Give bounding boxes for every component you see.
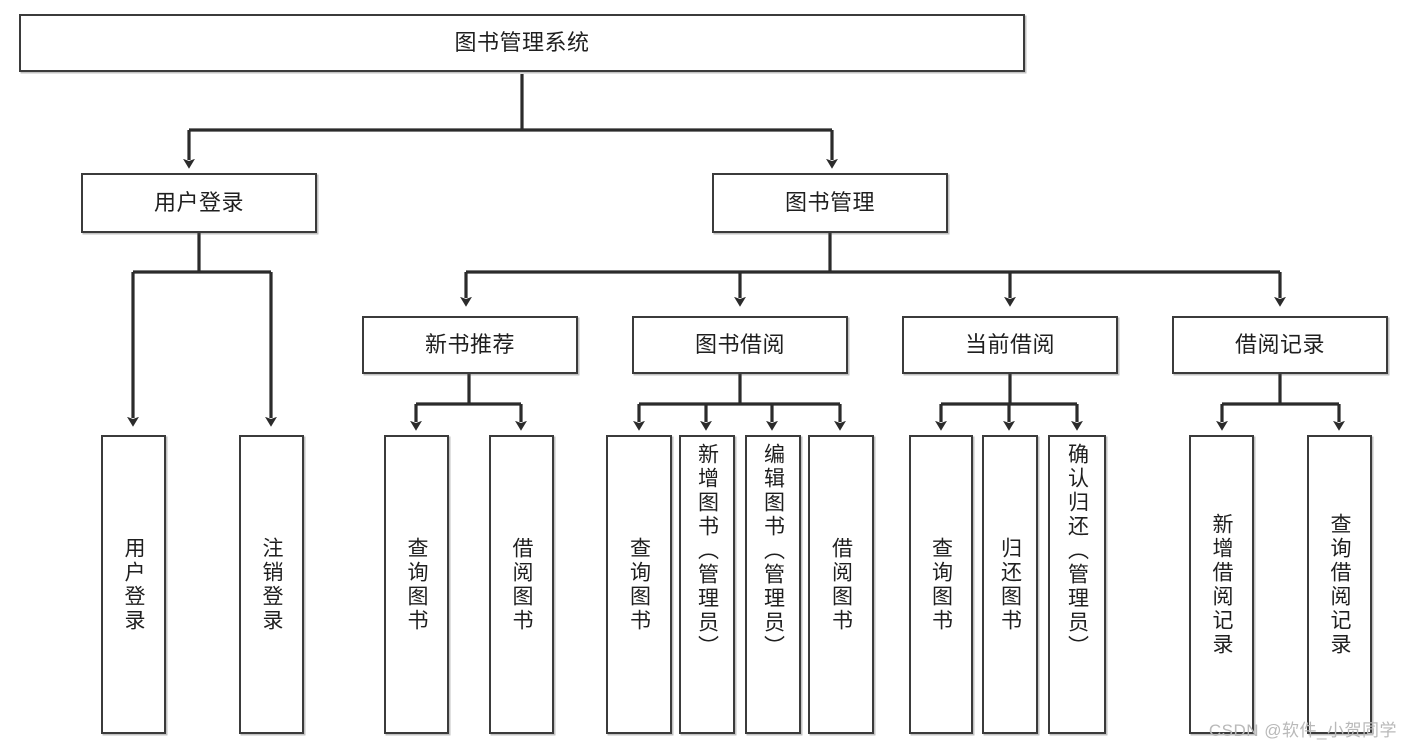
leaf-current-borrow-query-label: 查询图书 xyxy=(929,536,953,633)
node-borrow-record[interactable]: 借阅记录 xyxy=(1172,316,1388,374)
node-current-borrow-label: 当前借阅 xyxy=(964,332,1055,358)
node-current-borrow[interactable]: 当前借阅 xyxy=(902,316,1118,374)
leaf-user-login-signout-label: 注销登录 xyxy=(260,536,283,633)
leaf-user-login-signout[interactable]: 注销登录 xyxy=(239,435,304,734)
leaf-new-book-borrow-label: 借阅图书 xyxy=(510,536,533,633)
leaf-book-borrow-query-label: 查询图书 xyxy=(627,536,651,633)
leaf-new-book-borrow[interactable]: 借阅图书 xyxy=(489,435,554,734)
leaf-borrow-record-add[interactable]: 新增借阅记录 xyxy=(1189,435,1254,734)
leaf-current-borrow-confirm[interactable]: 确认归还（管理员） xyxy=(1048,435,1106,734)
node-new-book-recommend-label: 新书推荐 xyxy=(424,332,515,358)
node-user-login-label: 用户登录 xyxy=(153,190,244,216)
node-book-borrow[interactable]: 图书借阅 xyxy=(632,316,848,374)
node-user-login[interactable]: 用户登录 xyxy=(81,173,317,233)
leaf-borrow-record-query[interactable]: 查询借阅记录 xyxy=(1307,435,1372,734)
leaf-current-borrow-confirm-label: 确认归还（管理员） xyxy=(1065,443,1089,659)
leaf-current-borrow-return[interactable]: 归还图书 xyxy=(982,435,1038,734)
leaf-new-book-query-label: 查询图书 xyxy=(405,536,428,633)
leaf-book-borrow-lend[interactable]: 借阅图书 xyxy=(808,435,874,734)
leaf-book-borrow-query[interactable]: 查询图书 xyxy=(606,435,672,734)
leaf-book-borrow-lend-label: 借阅图书 xyxy=(829,536,853,633)
leaf-borrow-record-query-label: 查询借阅记录 xyxy=(1328,512,1351,657)
leaf-user-login-signin[interactable]: 用户登录 xyxy=(101,435,166,734)
leaf-current-borrow-query[interactable]: 查询图书 xyxy=(909,435,973,734)
csdn-watermark: CSDN @软件_小贺同学 xyxy=(1208,721,1397,740)
leaf-borrow-record-add-label: 新增借阅记录 xyxy=(1210,512,1233,657)
node-root-system[interactable]: 图书管理系统 xyxy=(19,14,1025,72)
leaf-user-login-signin-label: 用户登录 xyxy=(122,536,145,633)
leaf-book-borrow-edit-label: 编辑图书（管理员） xyxy=(761,443,785,659)
leaf-new-book-query[interactable]: 查询图书 xyxy=(384,435,449,734)
node-book-management[interactable]: 图书管理 xyxy=(712,173,948,233)
node-root-system-label: 图书管理系统 xyxy=(454,30,590,56)
leaf-book-borrow-add-label: 新增图书（管理员） xyxy=(695,443,719,659)
leaf-current-borrow-return-label: 归还图书 xyxy=(998,536,1022,633)
leaf-book-borrow-edit[interactable]: 编辑图书（管理员） xyxy=(745,435,801,734)
leaf-book-borrow-add[interactable]: 新增图书（管理员） xyxy=(679,435,735,734)
node-new-book-recommend[interactable]: 新书推荐 xyxy=(362,316,578,374)
node-book-borrow-label: 图书借阅 xyxy=(694,332,785,358)
node-book-management-label: 图书管理 xyxy=(784,190,875,216)
node-borrow-record-label: 借阅记录 xyxy=(1234,332,1325,358)
